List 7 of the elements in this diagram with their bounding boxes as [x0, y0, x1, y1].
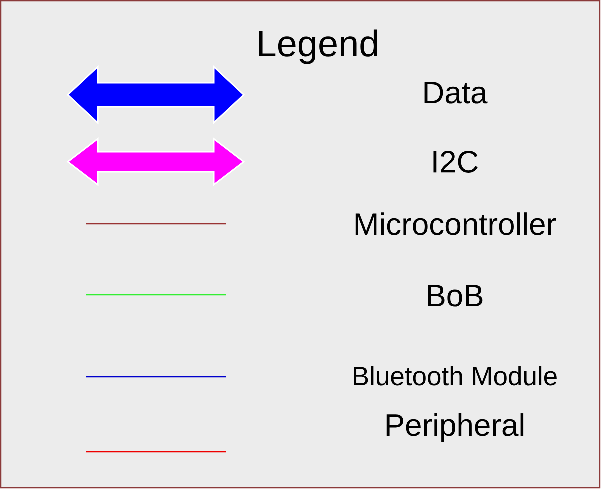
legend-text: Data	[424, 82, 488, 104]
legend-text: I2C	[434, 151, 478, 173]
legend-title: Legend	[259, 30, 378, 64]
legend-text: BoB	[428, 285, 483, 307]
legend-text: Peripheral	[386, 414, 524, 442]
legend-text: Bluetooth Module	[354, 366, 557, 386]
legend-text: Microcontroller	[356, 212, 556, 236]
